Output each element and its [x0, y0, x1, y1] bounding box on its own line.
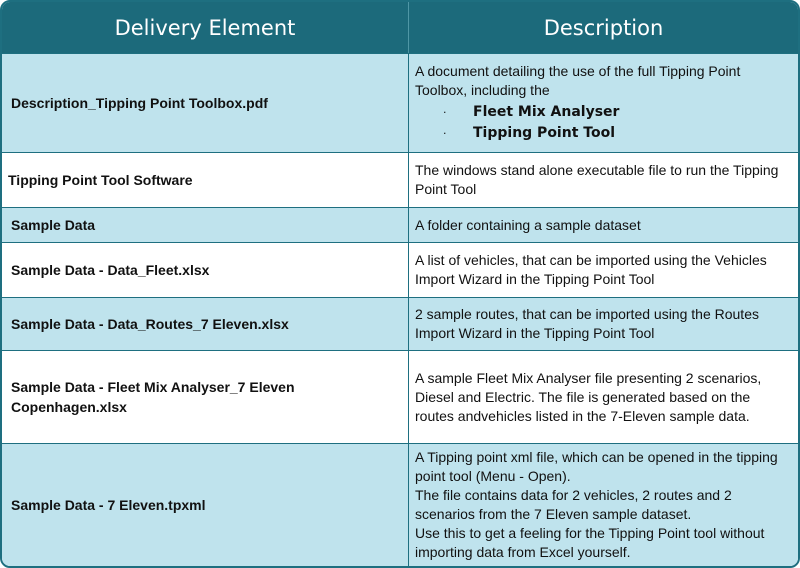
description-cell: A Tipping point xml file, which can be o…	[409, 448, 798, 562]
delivery-element-cell: Tipping Point Tool Software	[8, 172, 193, 188]
table-row: Tipping Point Tool Software The windows …	[2, 153, 798, 208]
table-row: Sample Data - 7 Eleven.tpxml A Tipping p…	[2, 444, 798, 566]
table-row: Sample Data - Fleet Mix Analyser_7 Eleve…	[2, 351, 798, 444]
bullet-list: ·Fleet Mix Analyser ·Tipping Point Tool	[415, 102, 788, 144]
description-text: Use this to get a feeling for the Tippin…	[415, 525, 765, 560]
table-header-row: Delivery Element Description	[2, 2, 798, 54]
delivery-element-cell: Sample Data	[11, 217, 96, 233]
description-text: A Tipping point xml file, which can be o…	[415, 449, 778, 484]
list-item: ·Fleet Mix Analyser	[415, 102, 788, 123]
description-text: A document detailing the use of the full…	[415, 63, 741, 98]
delivery-element-cell: Sample Data - Data_Fleet.xlsx	[11, 262, 210, 278]
table-row: Description_Tipping Point Toolbox.pdf A …	[2, 54, 798, 153]
description-cell: 2 sample routes, that can be imported us…	[415, 306, 759, 341]
description-cell: A sample Fleet Mix Analyser file present…	[415, 369, 762, 424]
table-row: Sample Data - Data_Routes_7 Eleven.xlsx …	[2, 298, 798, 351]
description-cell: The windows stand alone executable file …	[415, 162, 779, 197]
delivery-element-cell: Sample Data - Data_Routes_7 Eleven.xlsx	[11, 316, 289, 332]
list-item: ·Tipping Point Tool	[415, 123, 788, 144]
description-cell: A folder containing a sample dataset	[415, 216, 641, 233]
header-delivery-element: Delivery Element	[2, 2, 409, 53]
delivery-element-cell: Sample Data - Fleet Mix Analyser_7 Eleve…	[11, 379, 295, 415]
delivery-element-cell: Sample Data - 7 Eleven.tpxml	[11, 497, 206, 513]
description-cell: A list of vehicles, that can be imported…	[415, 252, 767, 287]
bullet-icon: ·	[443, 106, 447, 119]
table-row: Sample Data A folder containing a sample…	[2, 208, 798, 243]
description-text: The file contains data for 2 vehicles, 2…	[415, 487, 732, 522]
bullet-icon: ·	[443, 127, 447, 140]
description-cell: A document detailing the use of the full…	[409, 62, 798, 144]
header-description: Description	[543, 15, 664, 40]
delivery-element-cell: Description_Tipping Point Toolbox.pdf	[11, 95, 268, 111]
table-row: Sample Data - Data_Fleet.xlsx A list of …	[2, 243, 798, 298]
